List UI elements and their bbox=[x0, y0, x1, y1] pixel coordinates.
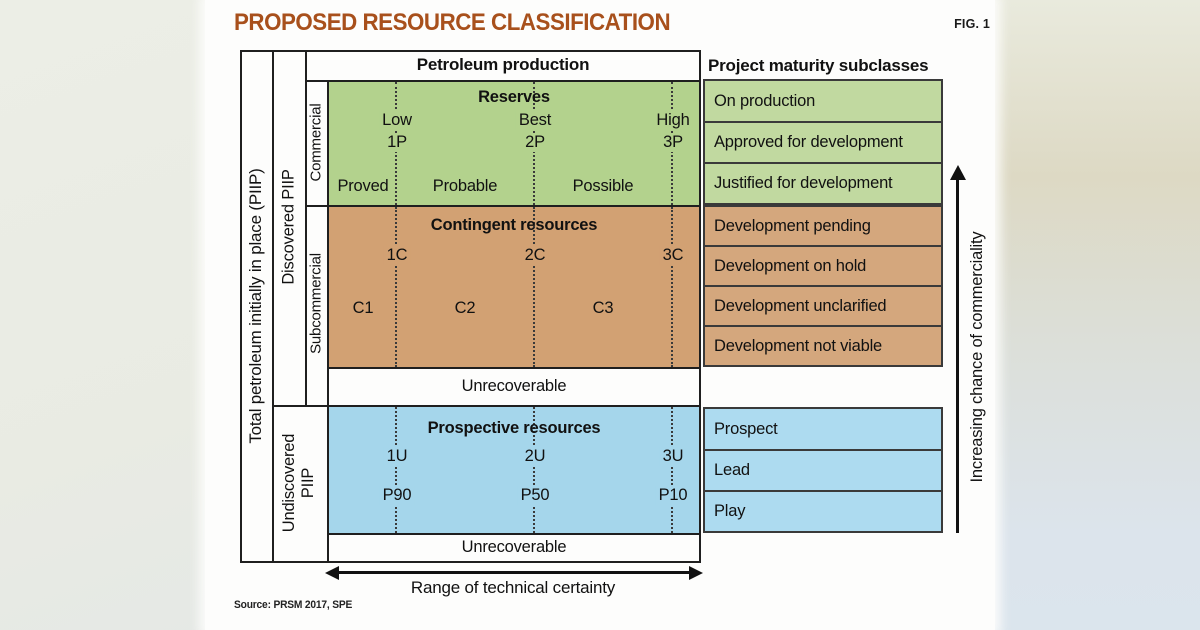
1u-label: 1U bbox=[383, 447, 411, 466]
subclass-development-pending: Development pending bbox=[703, 205, 943, 247]
subclass-play: Play bbox=[703, 490, 943, 533]
uncertainty-dotted-line bbox=[671, 407, 673, 533]
prospective-band: Prospective resources 1U 2U 3U P90 P50 P… bbox=[327, 405, 701, 535]
arrow-right-head-icon bbox=[689, 565, 703, 580]
unrecoverable-upper-label: Unrecoverable bbox=[461, 377, 567, 395]
arrow-left-head-icon bbox=[325, 565, 339, 580]
2p-label: 2P bbox=[522, 133, 548, 152]
commerciality-caption: Increasing chance of commerciality bbox=[968, 231, 986, 483]
reserves-title: Reserves bbox=[478, 88, 550, 106]
prospective-subclass-group: Prospect Lead Play bbox=[703, 407, 943, 533]
discovered-piip-label: Discovered PIIP bbox=[279, 169, 298, 285]
reserves-subclass-group: On production Approved for development J… bbox=[703, 79, 943, 205]
prospective-title: Prospective resources bbox=[427, 419, 601, 437]
p50-label: P50 bbox=[517, 486, 553, 505]
proved-label: Proved bbox=[337, 177, 389, 195]
page-title: PROPOSED RESOURCE CLASSIFICATION bbox=[234, 9, 671, 36]
p90-label: P90 bbox=[379, 486, 415, 505]
unrecoverable-lower-label: Unrecoverable bbox=[461, 538, 567, 556]
project-maturity-header: Project maturity subclasses bbox=[708, 56, 929, 75]
possible-label: Possible bbox=[572, 177, 634, 195]
uncertainty-dotted-line bbox=[533, 407, 535, 533]
3c-label: 3C bbox=[659, 246, 687, 265]
grid-line bbox=[272, 50, 274, 563]
3u-label: 3U bbox=[659, 447, 687, 466]
probable-label: Probable bbox=[432, 177, 498, 195]
petroleum-production-header: Petroleum production bbox=[416, 55, 590, 74]
uncertainty-dotted-line bbox=[533, 207, 535, 367]
undiscovered-piip-label: Undiscovered PIIP bbox=[280, 433, 317, 533]
technical-certainty-caption: Range of technical certainty bbox=[410, 578, 616, 597]
p10-label: P10 bbox=[655, 486, 691, 505]
technical-certainty-arrow bbox=[338, 571, 690, 574]
subclass-on-production: On production bbox=[703, 79, 943, 123]
grid-line bbox=[305, 80, 329, 82]
c1-label: C1 bbox=[352, 299, 374, 317]
1p-label: 1P bbox=[384, 133, 410, 152]
total-piip-axis-label: Total petroleum initially in place (PIIP… bbox=[246, 168, 265, 444]
figure-number-label: FIG. 1 bbox=[954, 17, 990, 31]
c2-label: C2 bbox=[454, 299, 476, 317]
3p-label: 3P bbox=[660, 133, 686, 152]
2c-label: 2C bbox=[521, 246, 549, 265]
subclass-approved-for-development: Approved for development bbox=[703, 121, 943, 164]
grid-line bbox=[305, 205, 329, 207]
subclass-lead: Lead bbox=[703, 449, 943, 492]
commerciality-arrow bbox=[956, 178, 959, 533]
uncertainty-dotted-line bbox=[671, 207, 673, 367]
reserves-band: Reserves Low 1P Best 2P High 3P Proved P… bbox=[327, 80, 701, 207]
uncertainty-dotted-line bbox=[395, 207, 397, 367]
grid-line bbox=[305, 50, 307, 407]
contingent-band: Contingent resources 1C 2C 3C C1 C2 C3 bbox=[327, 205, 701, 369]
high-estimate-label: High bbox=[653, 111, 693, 130]
background-gradient bbox=[990, 0, 1200, 630]
subclass-development-unclarified: Development unclarified bbox=[703, 285, 943, 327]
low-estimate-label: Low bbox=[379, 111, 415, 130]
best-estimate-label: Best bbox=[515, 111, 555, 130]
uncertainty-dotted-line bbox=[395, 407, 397, 533]
subcommercial-label: Subcommercial bbox=[307, 253, 325, 354]
source-note: Source: PRSM 2017, SPE bbox=[234, 599, 353, 611]
2u-label: 2U bbox=[521, 447, 549, 466]
subclass-justified-for-development: Justified for development bbox=[703, 162, 943, 205]
grid-line bbox=[272, 405, 329, 407]
contingent-subclass-group: Development pending Development on hold … bbox=[703, 205, 943, 367]
commercial-label: Commercial bbox=[307, 103, 325, 182]
1c-label: 1C bbox=[383, 246, 411, 265]
c3-label: C3 bbox=[592, 299, 614, 317]
subclass-prospect: Prospect bbox=[703, 407, 943, 451]
subclass-development-on-hold: Development on hold bbox=[703, 245, 943, 287]
arrow-up-head-icon bbox=[949, 165, 966, 180]
subclass-development-not-viable: Development not viable bbox=[703, 325, 943, 367]
contingent-title: Contingent resources bbox=[430, 216, 598, 234]
